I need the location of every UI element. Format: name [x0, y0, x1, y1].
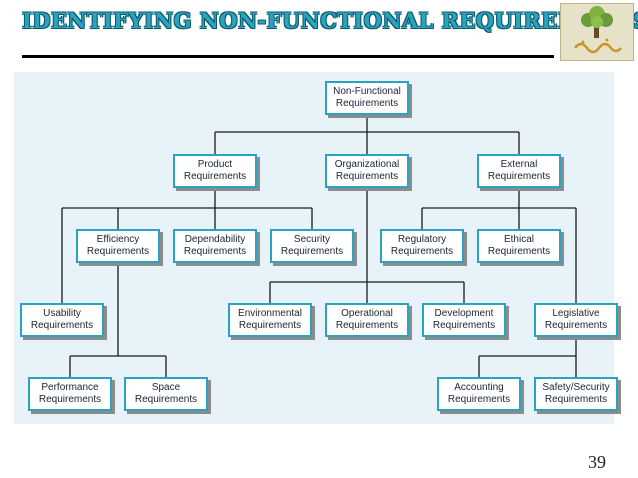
node-security-requirements: Security Requirements	[270, 229, 354, 263]
node-space-requirements: Space Requirements	[124, 377, 208, 411]
node-non-functional-requirements: Non-Functional Requirements	[325, 81, 409, 115]
node-development-requirements: Development Requirements	[422, 303, 506, 337]
node-organizational-requirements: Organizational Requirements	[325, 154, 409, 188]
node-regulatory-requirements: Regulatory Requirements	[380, 229, 464, 263]
node-usability-requirements: Usability Requirements	[20, 303, 104, 337]
node-operational-requirements: Operational Requirements	[325, 303, 409, 337]
page-number: 39	[588, 452, 606, 472]
node-legislative-requirements: Legislative Requirements	[534, 303, 618, 337]
node-accounting-requirements: Accounting Requirements	[437, 377, 521, 411]
node-performance-requirements: Performance Requirements	[28, 377, 112, 411]
node-environmental-requirements: Environmental Requirements	[228, 303, 312, 337]
logo	[560, 3, 634, 61]
node-efficiency-requirements: Efficiency Requirements	[76, 229, 160, 263]
node-product-requirements: Product Requirements	[173, 154, 257, 188]
node-ethical-requirements: Ethical Requirements	[477, 229, 561, 263]
node-safety-security-requirements: Safety/Security Requirements	[534, 377, 618, 411]
node-external-requirements: External Requirements	[477, 154, 561, 188]
title-underline	[22, 55, 554, 58]
slide-title: IDENTIFYING NON-FUNCTIONAL REQUIREMENTS	[22, 8, 638, 33]
tree-logo-icon	[574, 6, 622, 54]
node-dependability-requirements: Dependability Requirements	[173, 229, 257, 263]
